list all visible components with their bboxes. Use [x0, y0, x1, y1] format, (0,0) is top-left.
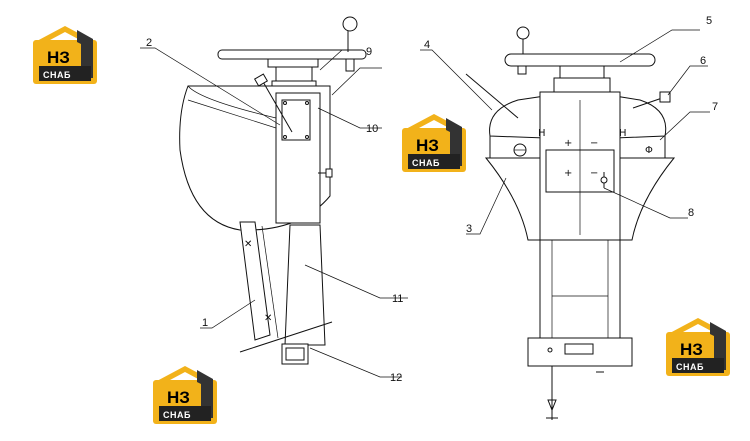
base-plate [239, 321, 333, 353]
svg-text:НЗ: НЗ [680, 340, 703, 359]
column-plate [281, 99, 311, 141]
callout-12: 12 [390, 372, 402, 384]
steering-wheel-side [217, 49, 367, 60]
callout-3: 3 [466, 223, 472, 235]
pedal-box [281, 343, 309, 365]
callout-4: 4 [424, 39, 430, 51]
left-stalk [465, 73, 519, 119]
watermark-logo-4: НЗ СНАБ [153, 366, 217, 424]
pedestal-front [539, 239, 621, 339]
mark-minus-a: − [590, 138, 598, 149]
mark-plus-b: + [564, 168, 572, 179]
pedestal-main [284, 224, 326, 346]
svg-text:✕: ✕ [244, 239, 252, 250]
mark-phi: Φ [645, 145, 653, 156]
steering-wheel-front [504, 53, 656, 67]
svg-text:СНАБ: СНАБ [412, 158, 440, 168]
mark-left-h: H [538, 128, 546, 139]
watermark-logo-1: НЗ СНАБ [33, 26, 97, 84]
svg-text:СНАБ: СНАБ [163, 410, 191, 420]
svg-text:СНАБ: СНАБ [676, 362, 704, 372]
callout-10: 10 [366, 123, 378, 135]
callout-2: 2 [146, 37, 152, 49]
watermark-logo-2: НЗ СНАБ [402, 114, 466, 172]
svg-text:НЗ: НЗ [416, 136, 439, 155]
callout-5: 5 [706, 15, 712, 27]
mark-minus-b: − [590, 168, 598, 179]
panel-marks: H H + − + − Φ [538, 128, 653, 179]
leader-lines [140, 29, 710, 378]
svg-text:✕: ✕ [264, 313, 272, 324]
mark-plus-a: + [564, 138, 572, 149]
watermark-logo-3: НЗ СНАБ [666, 318, 730, 376]
wheel-knob-front [516, 26, 530, 40]
callout-9: 9 [366, 46, 372, 58]
front-view [465, 26, 676, 420]
side-view: ✕ ✕ [179, 16, 367, 365]
callout-6: 6 [700, 55, 706, 67]
callout-7: 7 [712, 101, 718, 113]
callout-8: 8 [688, 207, 694, 219]
base-front [527, 337, 633, 367]
svg-text:НЗ: НЗ [167, 388, 190, 407]
pedestal-leg [239, 221, 271, 341]
svg-text:НЗ: НЗ [47, 48, 70, 67]
callout-1: 1 [202, 317, 208, 329]
wheel-knob [342, 16, 358, 32]
svg-text:СНАБ: СНАБ [43, 70, 71, 80]
callout-labels: 2 9 10 11 12 1 4 5 6 7 3 8 [146, 15, 718, 384]
callout-11: 11 [392, 293, 403, 305]
mark-right-h: H [619, 128, 627, 139]
